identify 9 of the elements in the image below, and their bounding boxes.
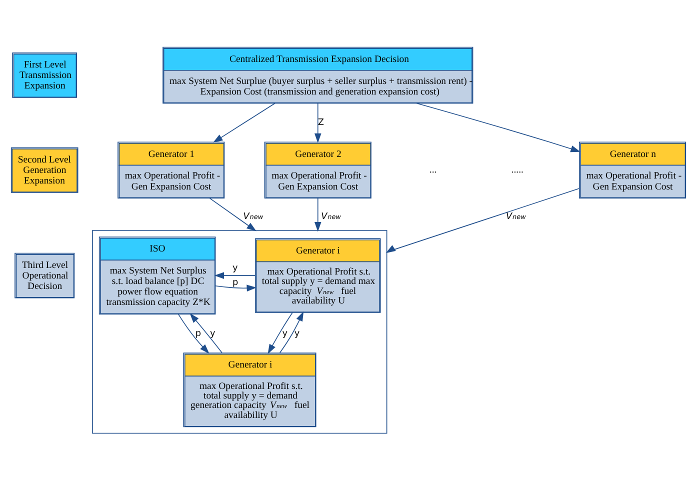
edge-label: p [232, 278, 238, 288]
edge-label: y [294, 328, 300, 338]
edge-label: Z [318, 117, 324, 128]
label: ..... [511, 164, 524, 176]
edge-label: y [282, 328, 288, 338]
label: ... [429, 164, 437, 176]
edge-label: y [210, 328, 216, 338]
edge-label: p [195, 328, 202, 338]
edge-label: y [232, 263, 238, 274]
